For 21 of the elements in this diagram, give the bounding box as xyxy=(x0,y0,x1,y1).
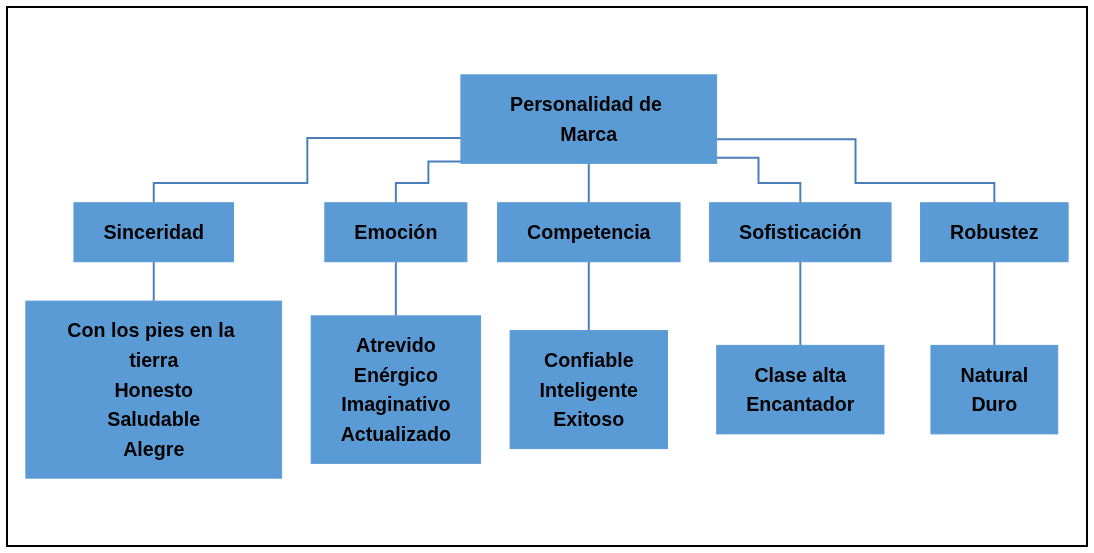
connector xyxy=(152,136,462,204)
node-box: Robustez xyxy=(920,202,1069,263)
connector xyxy=(587,162,590,204)
node-box: Natural Duro xyxy=(930,344,1059,435)
connector xyxy=(152,260,155,303)
connector xyxy=(715,156,802,204)
node-box: Emoción xyxy=(324,202,468,263)
node-box: Clase alta Encantador xyxy=(716,344,885,435)
node-box: Sinceridad xyxy=(73,202,235,263)
node-box: Competencia xyxy=(497,202,681,263)
node-box: Personalidad de Marca xyxy=(460,74,718,164)
connector xyxy=(993,260,996,347)
connector xyxy=(394,160,462,204)
node-box: Atrevido Enérgico Imaginativo Actualizado xyxy=(310,315,482,464)
connector xyxy=(799,260,802,347)
node-box: Sofisticación xyxy=(709,202,892,263)
connector xyxy=(587,260,590,332)
node-box: Confiable Inteligente Exitoso xyxy=(509,330,668,450)
connector xyxy=(394,260,397,317)
node-box: Con los pies en la tierra Honesto Saludable Alegre xyxy=(25,300,283,479)
connector xyxy=(715,138,996,204)
